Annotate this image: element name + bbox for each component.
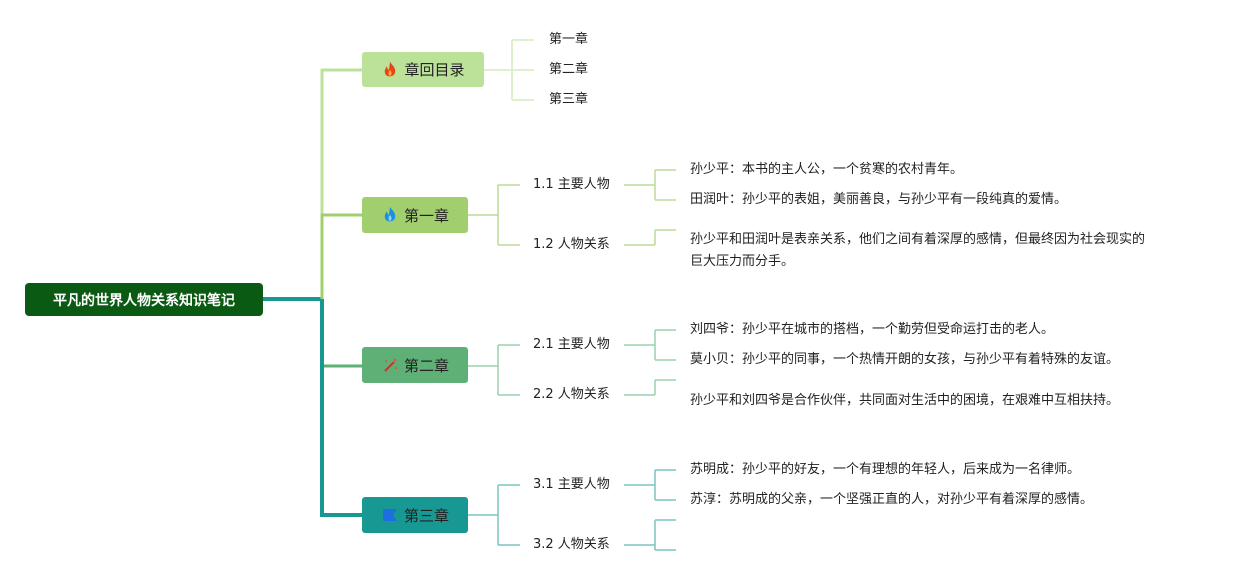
sub-topic[interactable]: 1.2 人物关系 <box>533 237 610 252</box>
branch-node-contents[interactable]: 章回目录 <box>362 52 484 87</box>
note-text: 苏淳：苏明成的父亲，一个坚强正直的人，对孙少平有着深厚的感情。 <box>690 492 1094 507</box>
note-text: 巨大压力而分手。 <box>690 254 795 269</box>
note-text: 苏明成：孙少平的好友，一个有理想的年轻人，后来成为一名律师。 <box>690 462 1081 477</box>
magic-wand-icon <box>384 358 397 372</box>
branch-node-chapter-2[interactable]: 第二章 <box>362 347 468 383</box>
note-text: 刘四爷：孙少平在城市的搭档，一个勤劳但受命运打击的老人。 <box>690 322 1055 337</box>
contents-item[interactable]: 第三章 <box>549 92 589 107</box>
branch-label: 章回目录 <box>404 61 465 79</box>
root-node[interactable]: 平凡的世界人物关系知识笔记 <box>25 283 263 316</box>
note-text: 孙少平和田润叶是表亲关系，他们之间有着深厚的感情，但最终因为社会现实的 <box>690 232 1146 247</box>
blue-flag-icon <box>382 509 397 521</box>
sub-topic[interactable]: 3.2 人物关系 <box>533 537 610 552</box>
blue-flame-icon <box>384 207 396 222</box>
note-text: 孙少平和刘四爷是合作伙伴，共同面对生活中的困境，在艰难中互相扶持。 <box>690 393 1120 408</box>
contents-item[interactable]: 第一章 <box>549 32 589 47</box>
branch-label: 第二章 <box>403 356 449 375</box>
sub-topic[interactable]: 3.1 主要人物 <box>533 477 610 492</box>
sub-topic[interactable]: 1.1 主要人物 <box>533 177 610 192</box>
note-text: 田润叶：孙少平的表姐，美丽善良，与孙少平有一段纯真的爱情。 <box>690 192 1068 207</box>
note-text: 孙少平：本书的主人公，一个贫寒的农村青年。 <box>690 162 964 177</box>
branch-label: 第一章 <box>403 206 449 225</box>
sub-topic[interactable]: 2.2 人物关系 <box>533 387 610 402</box>
sub-topic[interactable]: 2.1 主要人物 <box>533 337 610 352</box>
branch-node-chapter-3[interactable]: 第三章 <box>362 497 468 533</box>
branch-node-chapter-1[interactable]: 第一章 <box>362 197 468 233</box>
contents-item[interactable]: 第二章 <box>549 62 589 77</box>
root-label: 平凡的世界人物关系知识笔记 <box>53 292 235 309</box>
fire-icon <box>385 61 396 76</box>
branch-label: 第三章 <box>403 506 449 525</box>
note-text: 莫小贝：孙少平的同事，一个热情开朗的女孩，与孙少平有着特殊的友谊。 <box>690 352 1120 367</box>
